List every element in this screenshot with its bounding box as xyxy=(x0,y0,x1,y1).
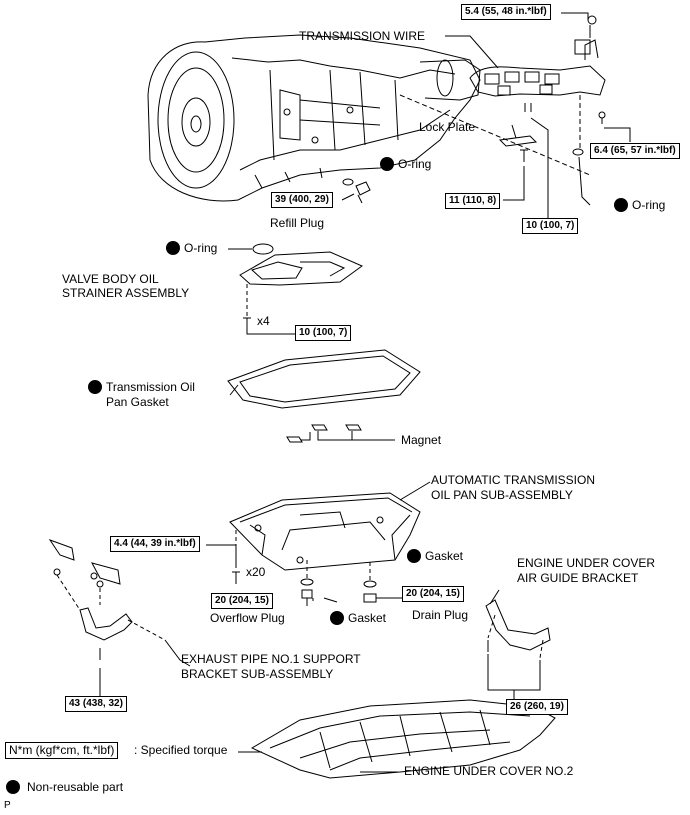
label-oil-pan-line1: AUTOMATIC TRANSMISSION xyxy=(431,473,596,487)
legend-torque-desc: : Specified torque xyxy=(134,743,228,757)
label-drain-plug: Drain Plug xyxy=(412,608,469,622)
torque-drain-plug: 20 (204, 15) xyxy=(402,586,464,602)
transmission-wire-harness xyxy=(469,15,606,124)
lock-plate xyxy=(498,135,538,147)
label-strainer-qty: x4 xyxy=(257,314,270,328)
torque-wire-bolt-top: 5.4 (55, 48 in.*lbf) xyxy=(461,4,551,20)
refill-plug xyxy=(355,181,371,204)
legend-torque-unit: N*m (kgf*cm, ft.*lbf) xyxy=(5,742,119,759)
oil-pan-bolt xyxy=(232,571,240,584)
label-magnet: Magnet xyxy=(401,433,442,447)
transmission-body xyxy=(147,34,481,202)
legend-nonreusable-dot xyxy=(6,780,20,794)
label-cover-bracket-line2: AIR GUIDE BRACKET xyxy=(517,571,639,585)
label-refill-plug: Refill Plug xyxy=(270,216,325,230)
footer-code: P xyxy=(4,800,11,811)
label-oring-1: O-ring xyxy=(398,157,432,171)
drain-plug xyxy=(363,593,377,603)
label-overflow-plug: Overflow Plug xyxy=(210,611,285,625)
torque-under-cover-bracket-bolt: 26 (260, 19) xyxy=(506,699,568,715)
nonreusable-marker-oring-2 xyxy=(614,198,628,212)
automatic-transmission-oil-pan xyxy=(229,492,421,571)
overflow-gasket xyxy=(300,578,314,586)
label-exhaust-line1: EXHAUST PIPE NO.1 SUPPORT xyxy=(181,652,361,666)
valve-body-oil-strainer xyxy=(239,251,363,286)
nonreusable-marker-oring-3 xyxy=(166,241,180,255)
label-gasket-a: Gasket xyxy=(425,549,464,563)
refill-plug-o-ring xyxy=(342,178,354,186)
torque-overflow-plug: 20 (204, 15) xyxy=(211,593,273,609)
label-under-cover: ENGINE UNDER COVER NO.2 xyxy=(404,764,574,778)
label-gasket-b: Gasket xyxy=(348,611,387,625)
label-strainer-line2: STRAINER ASSEMBLY xyxy=(62,286,190,300)
strainer-o-ring xyxy=(252,243,274,255)
torque-oil-pan-bolt: 4.4 (44, 39 in.*lbf) xyxy=(110,536,200,552)
torque-exhaust-bracket-bolt: 43 (438, 32) xyxy=(65,696,127,712)
engine-under-cover xyxy=(250,699,556,779)
nonreusable-marker-gasket xyxy=(88,380,102,394)
label-oring-3: O-ring xyxy=(184,241,218,255)
label-gasket-line1: Transmission Oil xyxy=(106,380,195,394)
nonreusable-marker-gasket-b xyxy=(330,611,344,625)
label-lock-plate: Lock Plate xyxy=(419,120,476,134)
label-exhaust-line2: BRACKET SUB-ASSEMBLY xyxy=(181,667,334,681)
exhaust-pipe-support-bracket xyxy=(48,539,133,660)
nonreusable-marker-oring-1 xyxy=(380,157,394,171)
oil-pan-gasket xyxy=(227,349,421,409)
lock-plate-bolt xyxy=(520,149,528,162)
label-transmission-wire: TRANSMISSION WIRE xyxy=(299,29,426,43)
label-oil-pan-qty: x20 xyxy=(246,565,266,579)
torque-refill-plug: 39 (400, 29) xyxy=(271,192,333,208)
label-strainer-line1: VALVE BODY OIL xyxy=(62,272,159,286)
strainer-bolt xyxy=(243,317,251,330)
nonreusable-marker-gasket-a xyxy=(407,549,421,563)
torque-wire-bolt-right: 6.4 (65, 57 in.*lbf) xyxy=(590,143,680,159)
torque-strainer-bolt: 10 (100, 7) xyxy=(295,325,352,341)
torque-lock-plate-bolt: 11 (110, 8) xyxy=(445,193,501,209)
wire-o-ring xyxy=(572,148,584,156)
label-oring-2: O-ring xyxy=(632,198,666,212)
magnets xyxy=(286,424,362,443)
overflow-plug xyxy=(301,589,313,606)
legend-nonreusable-text: Non-reusable part xyxy=(27,780,124,794)
drain-gasket xyxy=(363,580,377,588)
label-gasket-line2: Pan Gasket xyxy=(106,395,169,409)
label-cover-bracket-line1: ENGINE UNDER COVER xyxy=(517,556,656,570)
label-oil-pan-line2: OIL PAN SUB-ASSEMBLY xyxy=(431,488,573,502)
under-cover-air-guide-bracket xyxy=(485,599,551,672)
torque-wire-clamp-bolt: 10 (100, 7) xyxy=(522,218,579,234)
